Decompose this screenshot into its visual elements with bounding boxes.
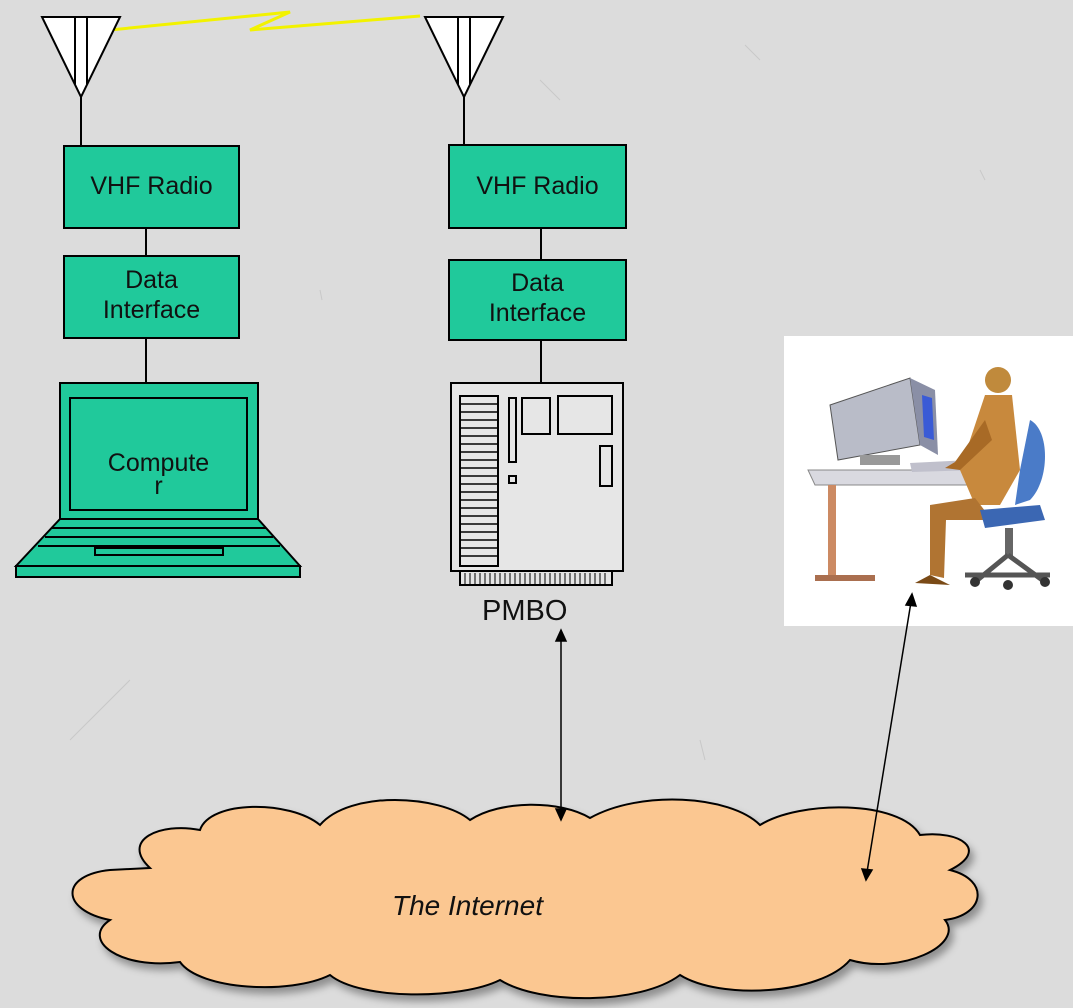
left-data-interface-label: Data Interface xyxy=(64,265,239,325)
internet-label: The Internet xyxy=(392,890,543,921)
left-vhf-radio-label: VHF Radio xyxy=(90,172,213,200)
right-data-interface-label: Data Interface xyxy=(449,268,626,328)
right-vhf-radio-label: VHF Radio xyxy=(476,172,599,200)
left-data-interface-line2: Interface xyxy=(102,296,201,324)
left-computer-line2: r xyxy=(154,472,163,500)
internet-cloud xyxy=(71,798,979,1000)
left-computer-label: Compute r xyxy=(70,448,247,500)
right-data-interface-line1: Data xyxy=(511,269,564,297)
laptop-icon xyxy=(13,382,303,578)
pmbo-internet-arrow xyxy=(554,628,568,822)
user-workstation-image xyxy=(784,336,1073,626)
background-texture xyxy=(69,44,986,761)
pmbo-label: PMBO xyxy=(482,595,568,627)
pmbo-server-icon xyxy=(450,382,624,586)
left-data-interface-box xyxy=(63,255,240,339)
right-vhf-radio-box xyxy=(448,144,627,229)
right-antenna-icon xyxy=(423,16,505,145)
right-data-interface-line2: Interface xyxy=(488,299,587,327)
left-data-interface-line1: Data xyxy=(125,266,178,294)
left-computer-line1: Compute xyxy=(107,449,210,477)
user-internet-arrow xyxy=(860,592,918,882)
left-vhf-radio-box xyxy=(63,145,240,229)
right-data-interface-box xyxy=(448,259,627,341)
left-antenna-icon xyxy=(40,16,122,146)
radio-link-bolt xyxy=(109,10,421,32)
